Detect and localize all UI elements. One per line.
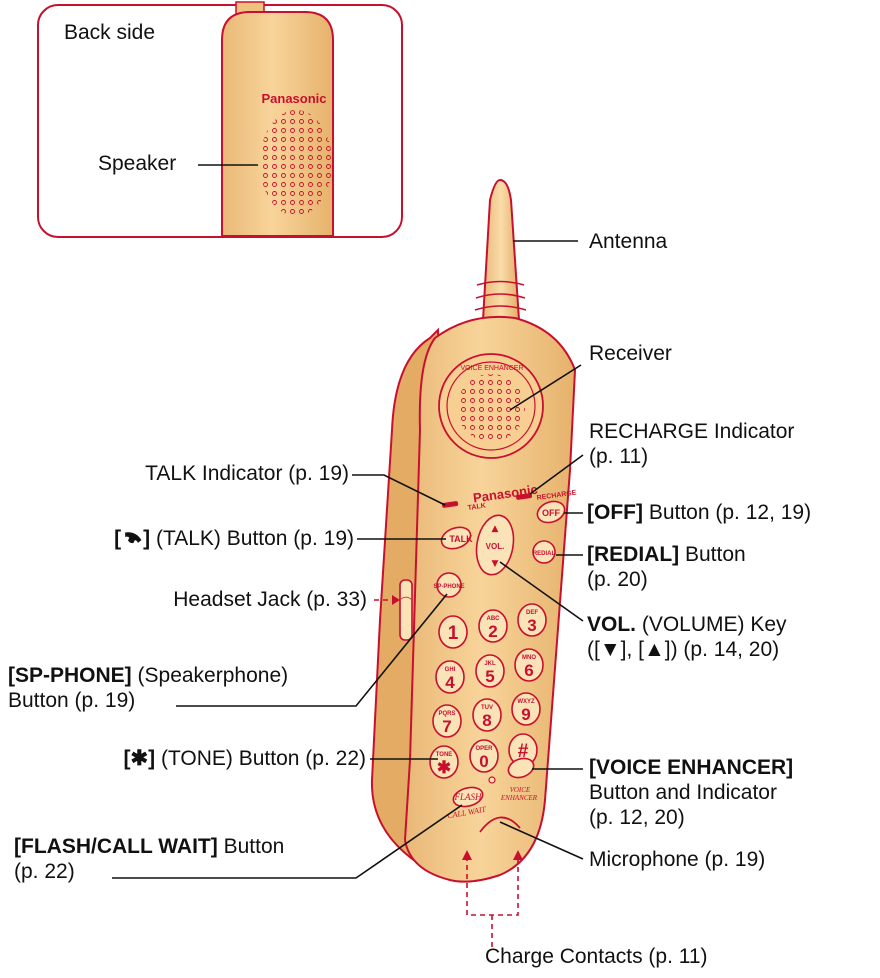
key-digit: 8 — [482, 711, 491, 730]
flash-call-wait-label: [FLASH/CALL WAIT] Button (p. 22) — [14, 834, 284, 884]
talk-indicator-label: TALK Indicator (p. 19) — [145, 461, 349, 486]
handset: VOICE ENHANCER Panasonic TALK RECHARGE O… — [372, 317, 577, 882]
volume-down-arrow-icon: ▼ — [492, 559, 499, 569]
antenna — [472, 180, 528, 330]
headset-jack — [400, 580, 412, 640]
key-digit: 7 — [442, 717, 451, 736]
key-digit: 4 — [445, 673, 455, 692]
svg-text:OFF: OFF — [542, 508, 560, 518]
key-1[interactable]: 1 — [439, 616, 467, 648]
key-digit: 0 — [479, 752, 488, 771]
svg-text:VOICE: VOICE — [510, 786, 531, 794]
back-brand-logo: Panasonic — [261, 91, 326, 106]
star-icon: ✱ — [131, 747, 149, 770]
speaker-label: Speaker — [98, 151, 176, 176]
headset-jack-label: Headset Jack (p. 33) — [173, 587, 367, 612]
off-button-label: [OFF] Button (p. 12, 19) — [587, 500, 811, 525]
antenna-label: Antenna — [589, 229, 667, 254]
key-digit: 5 — [485, 667, 494, 686]
receiver-label: Receiver — [589, 341, 672, 366]
microphone-label: Microphone (p. 19) — [589, 847, 765, 872]
svg-text:FLASH: FLASH — [454, 792, 483, 802]
spphone-label: [SP-PHONE] (Speakerphone) Button (p. 19) — [8, 663, 288, 713]
svg-text:REDIAL: REDIAL — [533, 551, 556, 557]
voice-enhancer-label: [VOICE ENHANCER] Button and Indicator (p… — [589, 755, 793, 830]
recharge-label: RECHARGE Indicator (p. 11) — [589, 419, 794, 469]
key-digit: 1 — [448, 623, 459, 644]
receiver-grille — [457, 374, 525, 442]
svg-text:SP-PHONE: SP-PHONE — [433, 584, 464, 590]
voice-enhancer-ring-text: VOICE ENHANCER — [460, 365, 523, 372]
tone-button-label: [✱] (TONE) Button (p. 22) — [124, 746, 366, 771]
key-digit: ✱ — [437, 758, 451, 777]
talk-handset-icon — [121, 527, 143, 541]
key-digit: 2 — [488, 622, 497, 641]
volume-up-arrow-icon: ▲ — [492, 524, 499, 534]
back-speaker-grille — [260, 110, 332, 216]
svg-text:VOL.: VOL. — [486, 542, 505, 551]
key-star[interactable]: TONE✱ — [430, 746, 458, 778]
key-digit: 3 — [527, 616, 536, 635]
svg-text:TALK: TALK — [449, 534, 473, 544]
talk-button-label: [] (TALK) Button (p. 19) — [114, 526, 354, 551]
voice-enhancer-indicator — [489, 777, 495, 783]
svg-text:ENHANCER: ENHANCER — [500, 794, 538, 802]
svg-text:⌒: ⌒ — [401, 596, 412, 609]
key-digit: 9 — [521, 705, 530, 724]
charge-contacts-label: Charge Contacts (p. 11) — [485, 944, 708, 969]
inset-title: Back side — [64, 20, 155, 45]
volume-key-label: VOL. (VOLUME) Key ([▼], [▲]) (p. 14, 20) — [587, 612, 787, 662]
key-digit: 6 — [524, 661, 533, 680]
redial-button-label: [REDIAL] Button (p. 20) — [587, 542, 746, 592]
